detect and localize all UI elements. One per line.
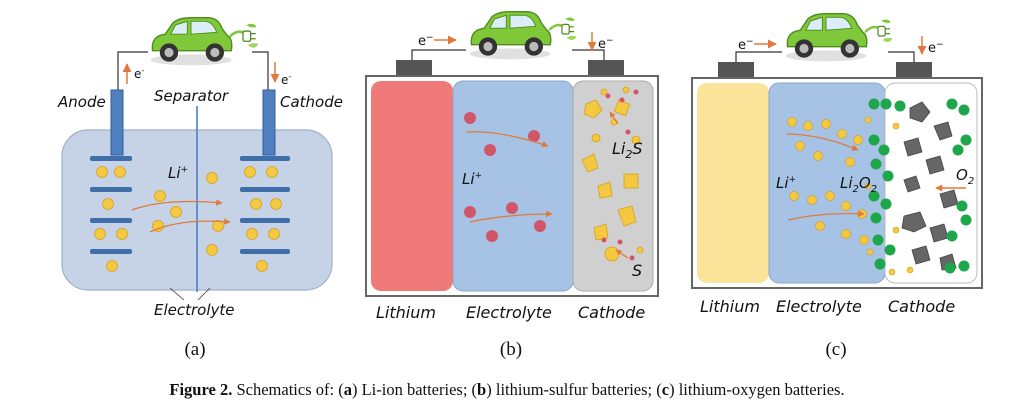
panel-b-cathode-label: Cathode	[578, 303, 645, 322]
battery-schematics-figure: e- e-	[57, 10, 983, 360]
caption-a-text: Li-ion batteries;	[361, 380, 468, 399]
panel-a-car-icon	[149, 16, 260, 67]
panel-c-li-ion-label: Li+	[776, 174, 796, 192]
panel-b-polysulfide-particles	[464, 112, 546, 242]
panel-a-electron-label-2: e-	[281, 72, 291, 87]
panel-c-terminal-right	[896, 62, 932, 78]
panel-b-li2s-pointer	[609, 111, 619, 125]
caption-intro: Schematics of:	[236, 380, 335, 399]
panel-b-li2s-label: Li2S	[612, 139, 643, 161]
panel-b-sulfur-cathode	[572, 80, 654, 292]
figure-caption: Figure 2. Schematics of: (a) Li-ion batt…	[169, 380, 845, 399]
panel-a-electron-label-1: e-	[134, 66, 144, 81]
panel-a-ion-arrow-2	[149, 218, 231, 233]
panel-a-cathode-label: Cathode	[280, 93, 343, 111]
panel-a-li-ion-label: Li+	[168, 164, 188, 182]
panel-c-cathode-label: Cathode	[888, 297, 955, 316]
panel-b-cathode-polysulfide-dots	[601, 89, 639, 261]
panel-b-lithium-anode	[371, 81, 453, 291]
panel-b-sulfur-pointer	[615, 249, 629, 259]
panel-b-left-wire	[411, 49, 466, 62]
panel-a-anode-label: Anode	[57, 93, 106, 111]
panel-a-anode-rod	[110, 89, 124, 156]
panel-c-right-wire	[888, 51, 915, 62]
panel-c-ion-arrow-2	[787, 210, 865, 221]
panel-b-sulfur-particles	[581, 86, 644, 262]
panel-a-electrolyte-label: Electrolyte	[154, 301, 235, 319]
panel-b-ion-arrow-2	[469, 210, 553, 223]
panel-c-lithium-oxygen: e− e−	[691, 12, 983, 360]
panel-b-electron-label-1: e−	[418, 33, 434, 49]
panel-c-lithium-anode	[697, 83, 769, 283]
panel-c-carbon-particles	[901, 101, 959, 271]
caption-c-text: lithium-oxygen batteries.	[678, 380, 845, 399]
panel-c-electrolyte-label: Electrolyte	[776, 297, 862, 316]
panel-a-sublabel: (a)	[184, 339, 205, 360]
panel-b-sublabel: (b)	[500, 339, 522, 360]
panel-c-left-wire	[735, 51, 782, 62]
panel-b-sulfur-label: S	[632, 261, 642, 280]
panel-c-car-icon	[784, 12, 894, 63]
panel-a-anode-wire	[117, 51, 148, 92]
panel-b-terminal-right	[588, 60, 624, 76]
panel-a-cathode-rod	[262, 89, 276, 156]
panel-c-lithium-label: Lithium	[700, 297, 760, 316]
panel-c-oxygen-particles	[868, 98, 972, 274]
panel-c-sublabel: (c)	[825, 339, 846, 360]
panel-a-cathode-layers	[240, 156, 290, 254]
panel-a-ion-arrow-1	[131, 199, 223, 211]
caption-b-text: lithium-sulfur batteries;	[495, 380, 653, 399]
panel-a-anode-layers	[90, 156, 132, 254]
panel-c-ion-arrow-1	[785, 133, 859, 151]
panel-c-oxygen-label: O2	[956, 166, 974, 187]
panel-c-terminal-left	[718, 62, 754, 78]
panel-a-cathode-wire	[252, 51, 269, 92]
panel-b-lithium-label: Lithium	[376, 303, 436, 322]
panel-c-electron-label-1: e−	[738, 37, 754, 53]
panel-c-li2o2-label: Li2O2	[840, 174, 877, 195]
panel-b-terminal-left	[396, 60, 432, 76]
panel-c-product-dots	[864, 116, 914, 276]
panel-b-right-wire	[572, 49, 605, 62]
panel-b-li-ion-label: Li+	[462, 170, 482, 188]
panel-c-electron-label-2: e−	[928, 40, 944, 56]
caption-b-letter: b	[477, 380, 487, 399]
panel-a-electrolyte-pointer	[169, 287, 185, 301]
panel-c-li-particles	[787, 117, 869, 245]
panel-a-separator-pointer	[197, 287, 211, 301]
panel-a-li-particles	[94, 166, 282, 272]
panel-b-car-icon	[468, 10, 578, 61]
caption-c-letter: c	[661, 380, 670, 399]
caption-figure-label: Figure 2.	[169, 380, 233, 399]
panel-b-ion-arrow-1	[465, 131, 549, 148]
panel-a-li-ion: e- e-	[57, 16, 343, 360]
panel-b-electron-label-2: e−	[598, 36, 614, 52]
caption-a-letter: a	[343, 380, 352, 399]
panel-a-separator-label: Separator	[154, 87, 229, 105]
panel-b-electrolyte-label: Electrolyte	[466, 303, 552, 322]
panel-b-lithium-sulfur: e− e−	[365, 10, 659, 360]
